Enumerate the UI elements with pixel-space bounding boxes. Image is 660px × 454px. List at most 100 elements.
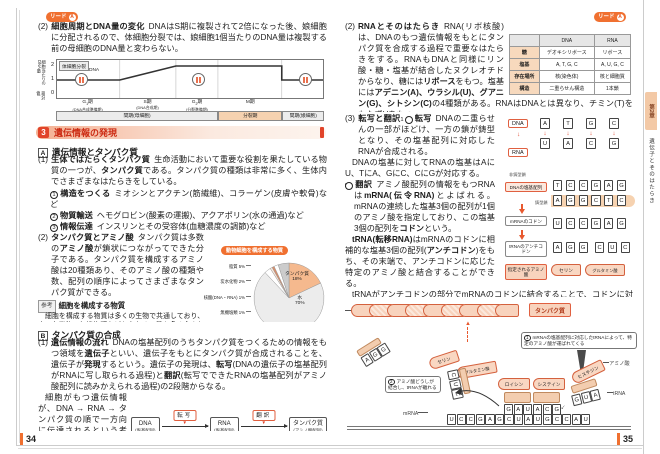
- item-body: するという。遺伝子の発現は、: [100, 360, 216, 369]
- cycle-plot: 体細胞分裂 DNA: [56, 59, 324, 99]
- label-text: mRNA: [403, 411, 419, 417]
- dogma-box-title: DNA: [138, 420, 152, 427]
- base-letter: U: [447, 414, 457, 425]
- item-body: の4種類がある。RNAはDNAとは異なり、チミン(T)をもたずUをもつ。: [358, 99, 633, 112]
- base-letter: A: [571, 414, 581, 425]
- y-tick-label: 1: [50, 76, 54, 82]
- list-item-desc: ヘモグロビン(酸素の運搬)、アクアポリン(水の通過)など: [96, 211, 304, 220]
- item-number: (3): [345, 114, 356, 123]
- base-pair-column: G↓C: [586, 118, 596, 149]
- right-page-number-bar: [617, 433, 620, 445]
- list-item-title: 構造をつくる: [60, 189, 111, 198]
- trna-label: tRNA: [607, 391, 626, 397]
- reference-heading: 参考細胞を構成する物質: [38, 300, 327, 313]
- cell-icon: [299, 73, 312, 86]
- left-page-number: 34: [26, 434, 37, 444]
- phase-sub-digit: 1: [86, 101, 89, 106]
- section-title: 遺伝情報の発現: [54, 128, 118, 138]
- lead-badge: リード A: [46, 12, 78, 22]
- rna-base: G: [609, 138, 619, 149]
- circled-number: 2: [50, 213, 58, 221]
- down-arrow-icon: ↓: [612, 129, 616, 137]
- cycle-line-chart: [57, 60, 323, 98]
- pie-label-value: 70%: [295, 301, 305, 307]
- dogma-box-title: タンパク質: [293, 420, 324, 427]
- keyword: リボース: [423, 77, 456, 86]
- base-letter: C: [565, 218, 575, 229]
- item-1-paragraph: (1)生体ではたらくタンパク質生命活動において重要な役割を果たしている物質の一つ…: [38, 154, 327, 188]
- base-pair-column: A↓U: [540, 118, 550, 149]
- base-letter: C: [565, 180, 575, 191]
- reference-tag: 参考: [38, 300, 56, 313]
- item-body: という。: [424, 224, 457, 233]
- central-dogma-paragraph: 細胞がもつ遺伝情報が、DNA → RNA → タンパク質の順で一方向に伝達される…: [38, 392, 327, 431]
- protein-chain-diagram: タンパク質: [345, 302, 633, 318]
- rna-base: C: [586, 138, 596, 149]
- base-letter: C: [466, 414, 476, 425]
- table-row-header: 塩基: [509, 58, 540, 71]
- keyword: 転写: [215, 360, 233, 369]
- cycle-y-axis-label: 細胞当たりのDNA量 (相対値): [36, 60, 47, 102]
- table-header-cell: RNA: [593, 34, 632, 47]
- keyword: コドン: [399, 224, 425, 233]
- phase-sub-digit: 2: [195, 101, 198, 106]
- cycle-bands: 間期(母細胞)分裂期間期(娘細胞): [56, 111, 324, 121]
- mrna-label: mRNA: [403, 411, 429, 417]
- base-letter: G: [616, 180, 627, 191]
- base-letter: A: [553, 195, 563, 206]
- base-letter: A: [589, 388, 602, 402]
- table-row: 存在場所核(染色体)核と細胞質: [509, 70, 632, 83]
- translation-label: 翻訳: [252, 409, 276, 421]
- base-letter: U: [533, 414, 543, 425]
- base-letter: U: [607, 242, 617, 253]
- down-arrow-icon: ↓: [543, 129, 547, 137]
- list-item-desc: インスリンとその受容体(血糖濃度の調節)など: [96, 222, 266, 231]
- base-letter: G: [591, 218, 601, 229]
- dogma-dna-box: DNA (塩基配列): [131, 417, 160, 431]
- base-letter: A: [485, 414, 495, 425]
- mrna-strand-line: [347, 426, 631, 430]
- table-row: 糖デオキシリボースリボース: [509, 46, 632, 59]
- pie-slice: [277, 262, 290, 299]
- phase-note: (DNA合成準備期): [72, 106, 103, 112]
- elongation-paragraph: tRNAがアンチコドンの部分でmRNAのコドンに結合することで、コドンに対応した…: [352, 290, 633, 297]
- keyword: 翻訳: [163, 371, 181, 380]
- trna-paragraph: tRNA(転移RNA)はmRNAのコドンに相補的な塩基3個の配列(アンチコドン)…: [345, 234, 633, 289]
- base-letter: G: [475, 414, 485, 425]
- leader-line: [418, 412, 429, 413]
- dogma-box-sub: (塩基配列): [135, 427, 156, 432]
- dna-base: A: [540, 118, 550, 129]
- section-number-badge: 3: [38, 127, 49, 138]
- list-item-desc: ミオシンとアクチン(筋繊維)、コラーゲン(皮膚や軟骨)など: [50, 189, 327, 209]
- table-row-header: 構造: [509, 82, 540, 95]
- base-letter: G: [578, 242, 588, 253]
- lead-badge-label: リード: [50, 14, 67, 20]
- amino-acid-label: アミノ酸: [603, 361, 630, 367]
- base-letter: G: [591, 180, 601, 191]
- label-text: tRNA: [613, 391, 626, 397]
- base-letter: G: [494, 414, 505, 425]
- dna-sequence-box: DNAの塩基配列: [505, 182, 547, 193]
- chain-amino-cysteine: システイン: [533, 378, 565, 390]
- graph-title-box: 体細胞分裂: [59, 61, 89, 71]
- right-page-lead-badge: リード A: [594, 5, 626, 23]
- table-header-cell: [509, 34, 540, 47]
- transcription-label: 転写: [173, 409, 197, 421]
